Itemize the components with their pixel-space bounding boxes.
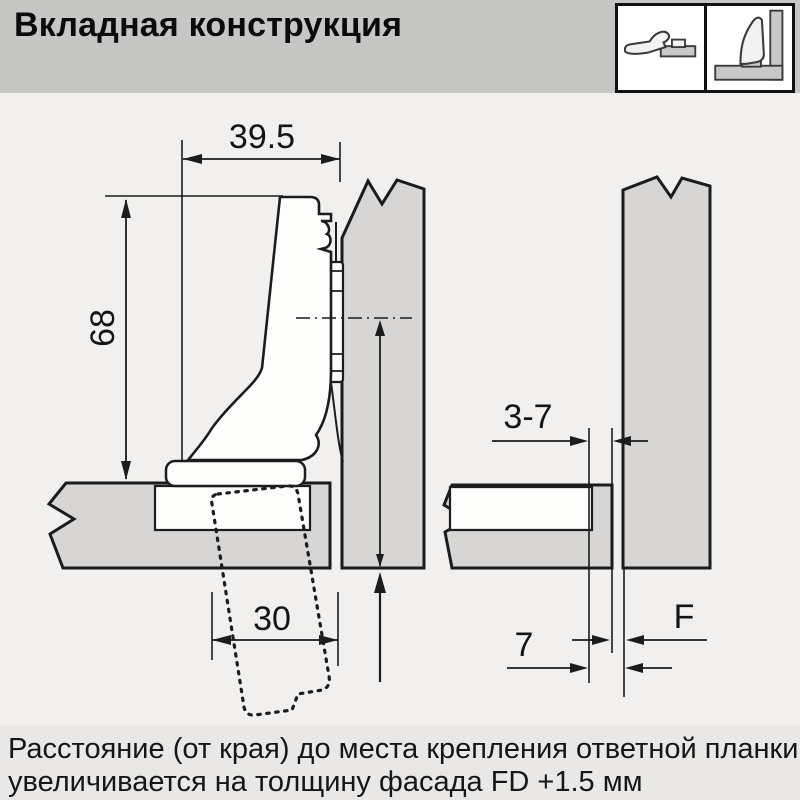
caption-bar: Расстояние (от края) до места крепления … [0,725,800,800]
left-view: 39.5 68 30 [46,118,426,717]
dim-7: 7 [507,626,672,673]
cup-recess [153,484,312,532]
hinge-inset-icon [703,6,793,90]
right-view: 3-7 F 7 [442,175,712,697]
caption-line-1: Расстояние (от края) до места крепления … [8,733,799,765]
application-icon-box [615,3,795,93]
dim-68: 68 [84,199,131,480]
cup-drill-outline [210,484,331,717]
dim-39-5: 39.5 [183,118,340,164]
plate-axis-arrow [374,320,386,682]
dim-30: 30 [211,592,339,666]
caption-line-2: увеличивается на толщину фасада FD +1.5 … [8,766,643,798]
technical-drawing-area: 39.5 68 30 [0,93,800,725]
dim-30-label: 30 [253,600,291,638]
dim-F-label: F [674,598,695,636]
page-title: Вкладная конструкция [14,6,403,44]
cabinet-panel [340,177,426,570]
cabinet-panel-closed [621,175,712,570]
dim-39-5-label: 39.5 [229,118,295,156]
dim-3-7: 3-7 [492,398,648,446]
technical-drawing: 39.5 68 30 [46,118,712,717]
arm-base-curve [330,381,344,463]
hinge-arm [185,195,344,463]
dim-F: F [572,598,707,645]
dim-7-label: 7 [515,626,534,664]
hinge-cup-flange [164,459,307,488]
dim-68-label: 68 [84,309,122,347]
hinge-open-icon [618,6,704,90]
dim-3-7-label: 3-7 [503,398,552,436]
page-header: Вкладная конструкция [0,0,800,93]
cup-recess-closed [448,485,594,532]
